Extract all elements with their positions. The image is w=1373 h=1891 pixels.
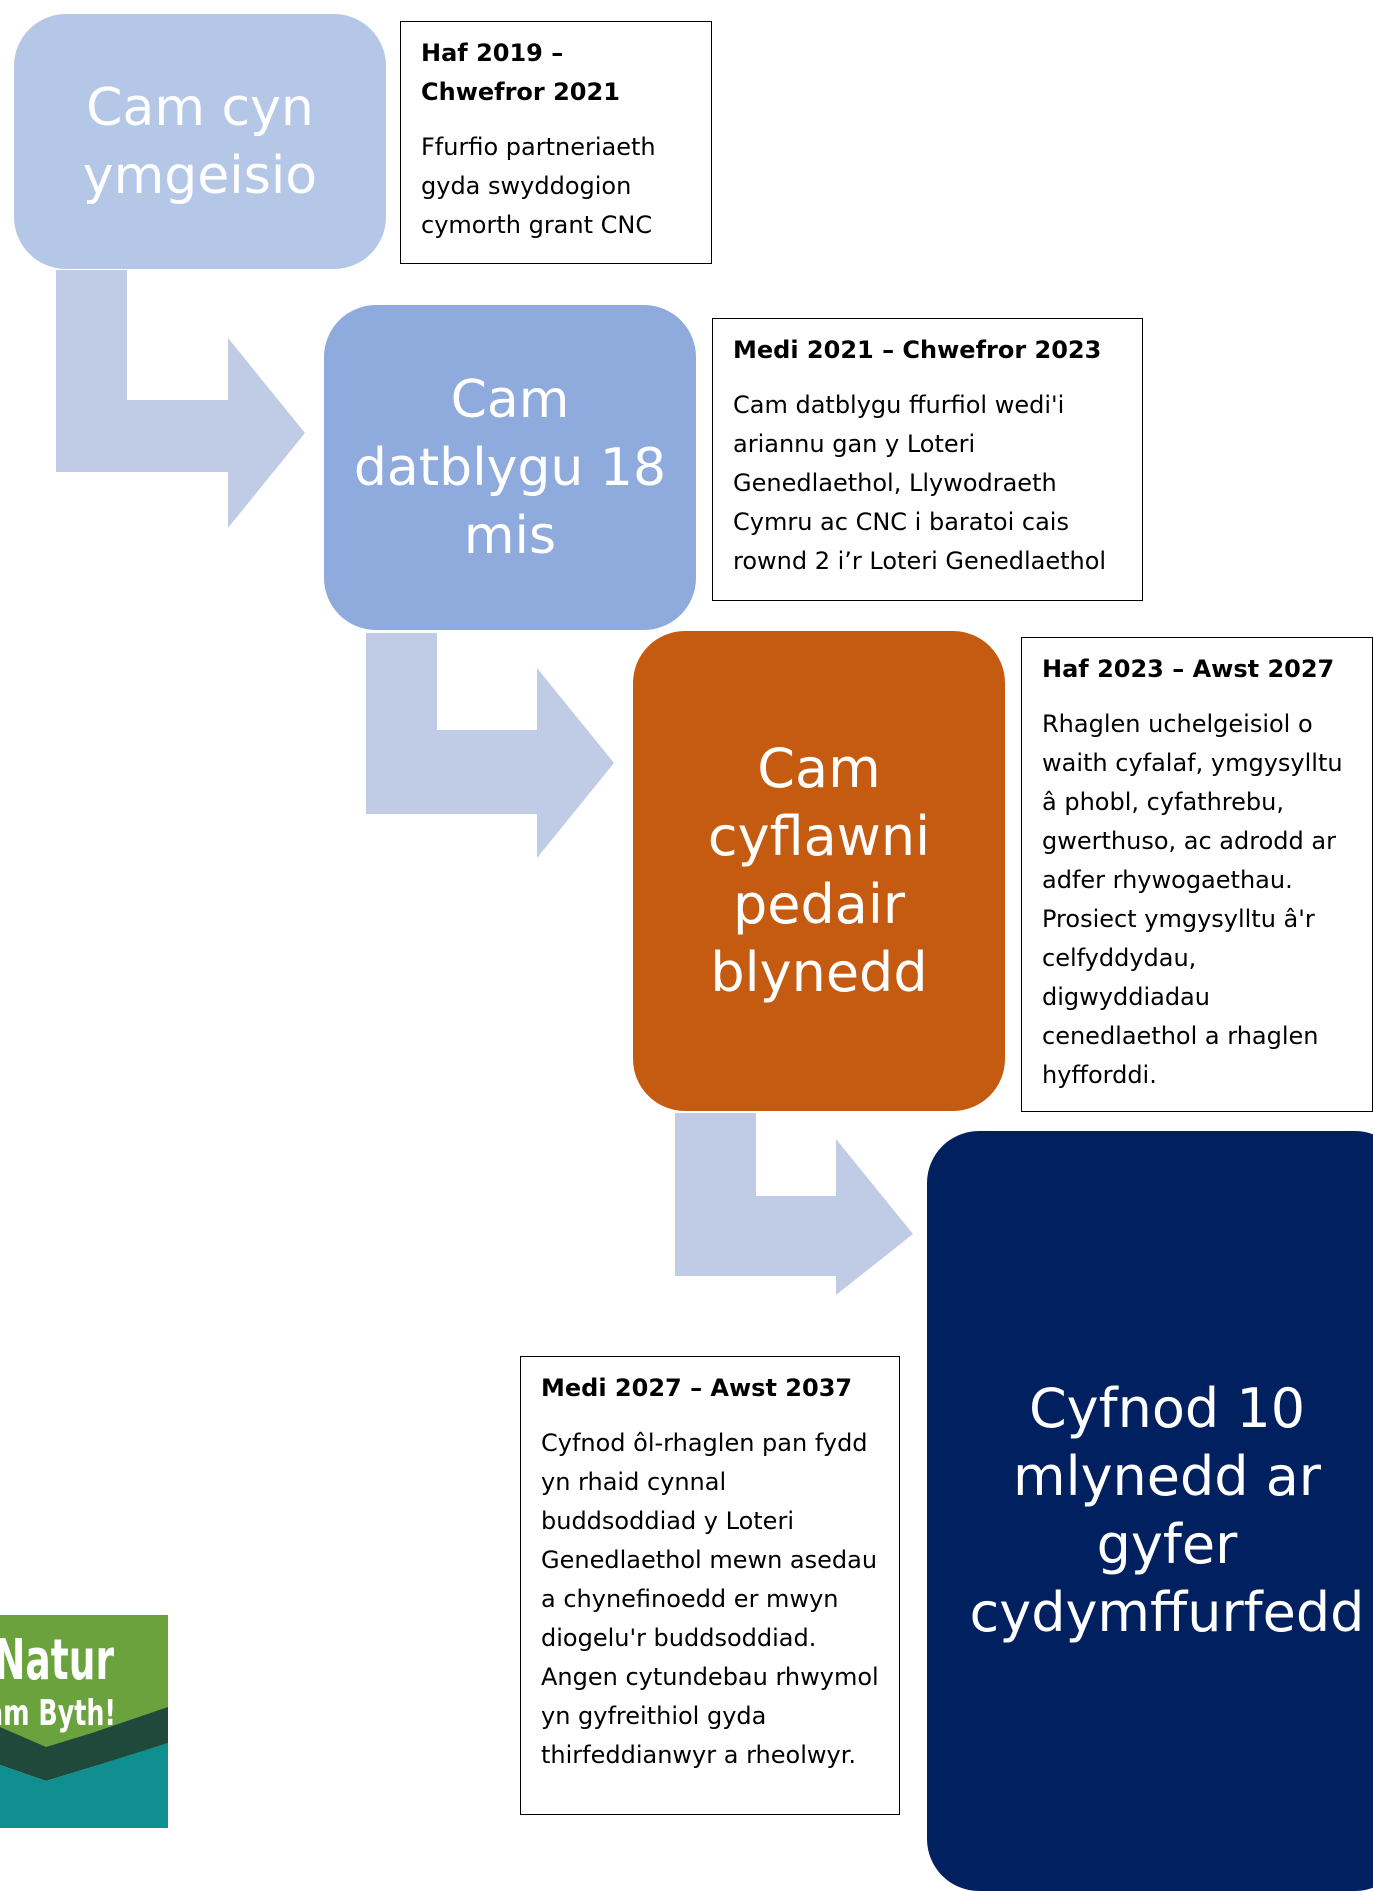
- note-heading: Medi 2027 – Awst 2037: [541, 1374, 853, 1402]
- logo-text-line2: am Byth!: [0, 1693, 116, 1734]
- stage-text-line: Cam cyn: [86, 77, 314, 138]
- note-heading: Haf 2019 – Chwefror 2021: [421, 39, 620, 106]
- stage-development: Cam datblygu 18 mis: [324, 305, 696, 630]
- logo-teal-band: [0, 1743, 168, 1828]
- stage-compliance-period: Cyfnod 10 mlynedd ar gyfer cydymffurfedd: [927, 1131, 1373, 1891]
- stage-text-line: gyfer: [1096, 1513, 1238, 1576]
- note-body: Cyfnod ôl-rhaglen pan fydd yn rhaid cynn…: [541, 1429, 879, 1769]
- note-body: Cam datblygu ffurfiol wedi'i ariannu gan…: [733, 391, 1107, 575]
- stage-text-line: Cam: [757, 737, 881, 800]
- note-box-4: Medi 2027 – Awst 2037 Cyfnod ôl-rhaglen …: [520, 1356, 900, 1815]
- stage-text-line: datblygu 18: [353, 437, 667, 498]
- note-box-1: Haf 2019 – Chwefror 2021 Ffurfio partner…: [400, 21, 712, 264]
- note-box-2: Medi 2021 – Chwefror 2023 Cam datblygu f…: [712, 318, 1143, 601]
- note-heading: Medi 2021 – Chwefror 2023: [733, 336, 1102, 364]
- note-body: Rhaglen uchelgeisiol o waith cyfalaf, ym…: [1042, 710, 1343, 1089]
- stage-text-line: mis: [463, 505, 557, 566]
- stage-text-line: ymgeisio: [82, 145, 318, 206]
- bent-arrows: [56, 270, 913, 1295]
- stage-text-line: blynedd: [710, 941, 928, 1004]
- stage-delivery: Cam cyflawni pedair blynedd: [633, 631, 1005, 1111]
- logo-dark-band: [0, 1707, 168, 1781]
- stage-text-line: Cam: [450, 369, 570, 430]
- note-box-3: Haf 2023 – Awst 2027 Rhaglen uchelgeisio…: [1021, 637, 1373, 1112]
- note-heading: Haf 2023 – Awst 2027: [1042, 655, 1335, 683]
- note-body: Ffurfio partneriaeth gyda swyddogion cym…: [421, 133, 656, 239]
- natur-am-byth-logo: Natur am Byth!: [0, 1615, 168, 1828]
- stage-pre-application: Cam cyn ymgeisio: [14, 14, 386, 269]
- arrow-2-3: [366, 633, 614, 858]
- stage-text-line: Cyfnod 10: [1028, 1377, 1306, 1440]
- stage-text-line: cyflawni: [707, 805, 931, 868]
- stage-text-line: cydymffurfedd: [969, 1581, 1365, 1644]
- logo-text-line1: Natur: [0, 1628, 114, 1693]
- arrow-3-4: [675, 1113, 913, 1295]
- stage-text-line: mlynedd ar: [1012, 1445, 1322, 1508]
- arrow-1-2: [56, 270, 305, 528]
- stage-text-line: pedair: [732, 873, 906, 936]
